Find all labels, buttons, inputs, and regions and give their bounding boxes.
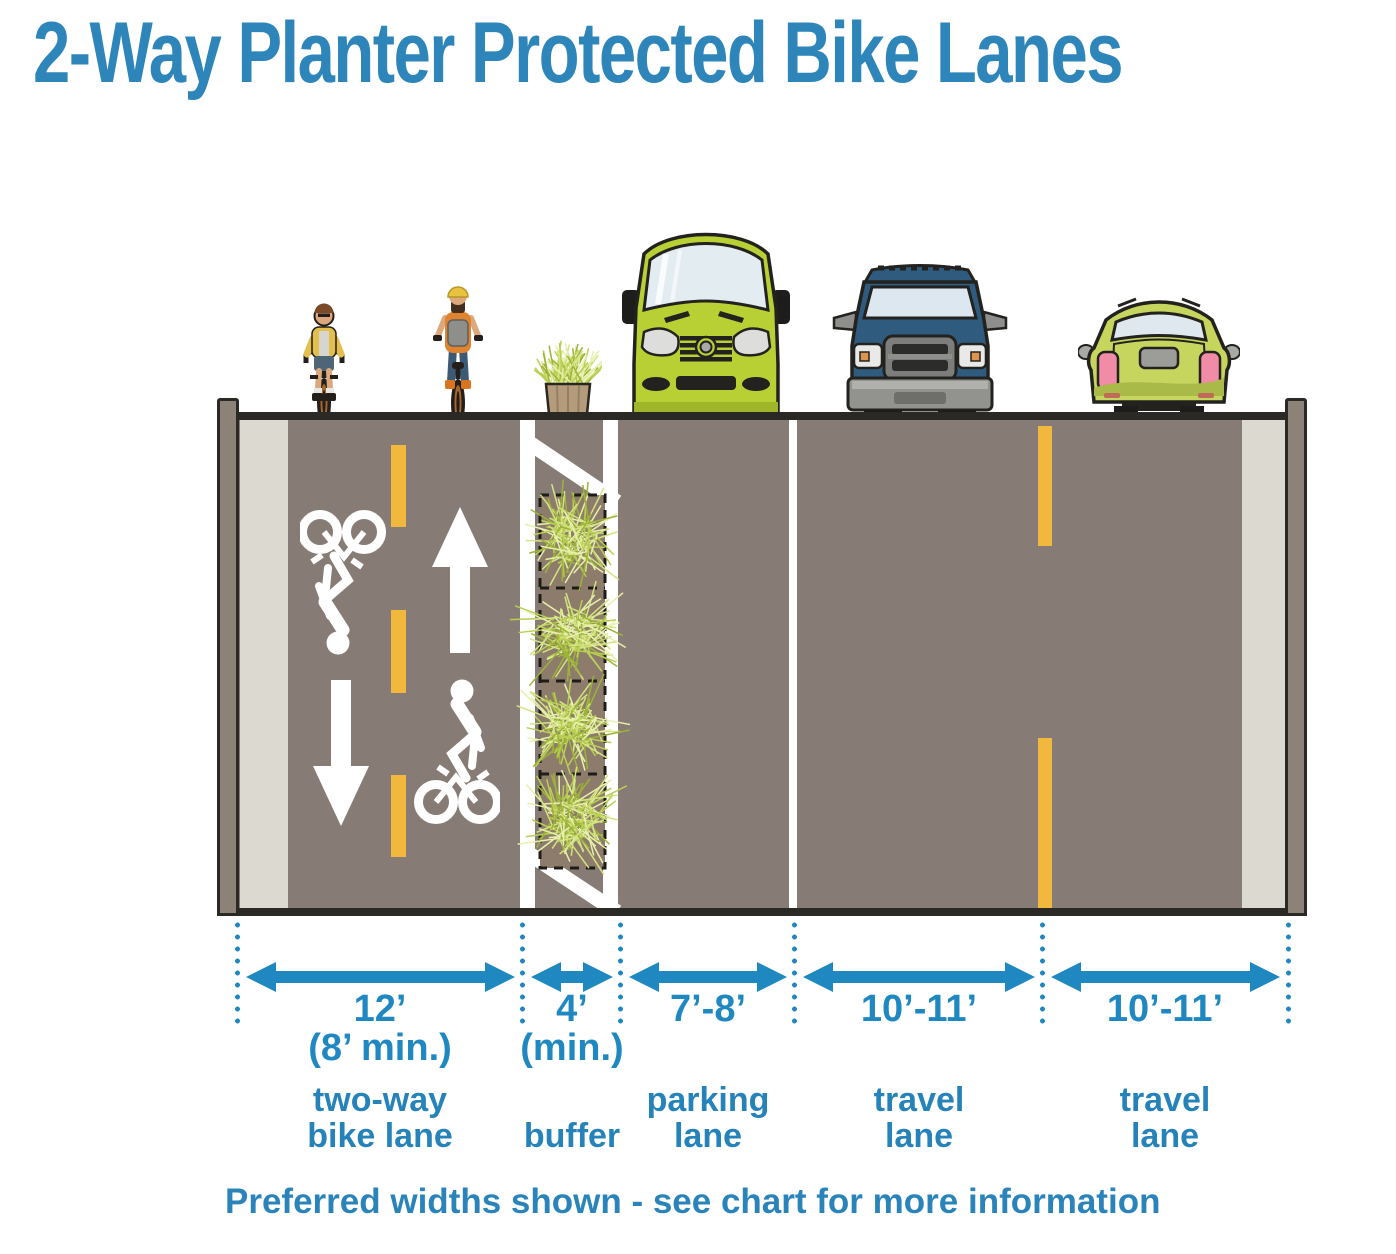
lane-label-line: travel [1119,1081,1211,1119]
bike-rider-marking-icon [303,515,382,655]
lane-boundary-dotline [235,922,240,1030]
lane-label-line: travel [873,1081,965,1119]
car-license-plate [1138,346,1180,370]
left-gutter [240,420,288,908]
lane-boundary-dotline [1286,922,1291,1030]
lane-label-line: lane [673,1117,743,1155]
lane-label-bike-lane: two-way bike lane [307,1082,453,1154]
lane-label-line [524,1082,620,1118]
dimension-arrow-travel-1 [803,962,1035,992]
dimension-value: 7’-8’ [669,988,747,1030]
cyclist-front-icon [303,303,345,426]
lane-label-line: two-way [312,1081,448,1119]
lane-boundary-dotline [792,922,797,1030]
dimension-value: 4’ [556,988,588,1030]
yellow-dash [1038,426,1052,546]
road-surface [238,412,1288,916]
left-curb-post [217,398,239,916]
cyclist-rear-icon [433,286,483,427]
bike-rider-marking-icon [419,680,498,820]
lane-boundary-dotline [618,922,623,1030]
dimension-note: (min.) [520,1027,624,1069]
lane-label-line: lane [884,1117,954,1155]
car-rear-window [1110,311,1208,342]
van-icon [622,232,790,430]
dimension-arrow-bike-lane [246,962,515,992]
dimension-arrow-parking [629,962,787,992]
pickup-truck-icon [832,264,1008,430]
down-arrow-marking-icon [313,680,369,826]
right-gutter [1242,420,1286,908]
bike-lane-markings [300,507,500,826]
dimension-note: (8’ min.) [308,1027,452,1069]
lane-label-travel-1: travel lane [874,1082,965,1154]
truck-windshield [862,285,978,320]
footer-note: Preferred widths shown - see chart for m… [225,1182,1161,1221]
grass-icon [509,479,631,875]
lane-boundary-dotline [1040,922,1045,1030]
buffer-line-left [520,420,535,908]
right-curb-post [1285,398,1307,916]
car-rear-icon [1078,297,1240,430]
yellow-dash [391,775,406,857]
lane-label-line: parking [646,1081,770,1119]
up-arrow-marking-icon [432,507,488,653]
yellow-dash [391,445,406,527]
planter-buffer [509,420,631,908]
lane-label-parking: parking lane [647,1082,770,1154]
dimension-arrow-buffer [531,962,613,992]
buffer-line-right [603,420,618,908]
lane-label-line: buffer [523,1117,621,1155]
lane-label-line: bike lane [307,1117,453,1155]
dimension-arrow-travel-2 [1051,962,1280,992]
solid-white-line [789,420,797,908]
lane-label-travel-2: travel lane [1120,1082,1211,1154]
dimension-value: 10’-11’ [1106,988,1224,1030]
grass-icon [534,340,602,387]
yellow-dash [391,610,406,693]
truck-mirror-icon [832,310,858,332]
lane-label-line: lane [1130,1117,1200,1155]
dimension-value: 10’-11’ [860,988,978,1030]
lane-label-buffer: buffer [524,1082,620,1154]
yellow-dash [1038,738,1052,908]
truck-mirror-icon [982,310,1008,332]
lane-boundary-dotline [520,922,525,1030]
page-title: 2-Way Planter Protected Bike Lanes [33,5,1124,101]
dimension-value: 12’ [353,988,407,1030]
